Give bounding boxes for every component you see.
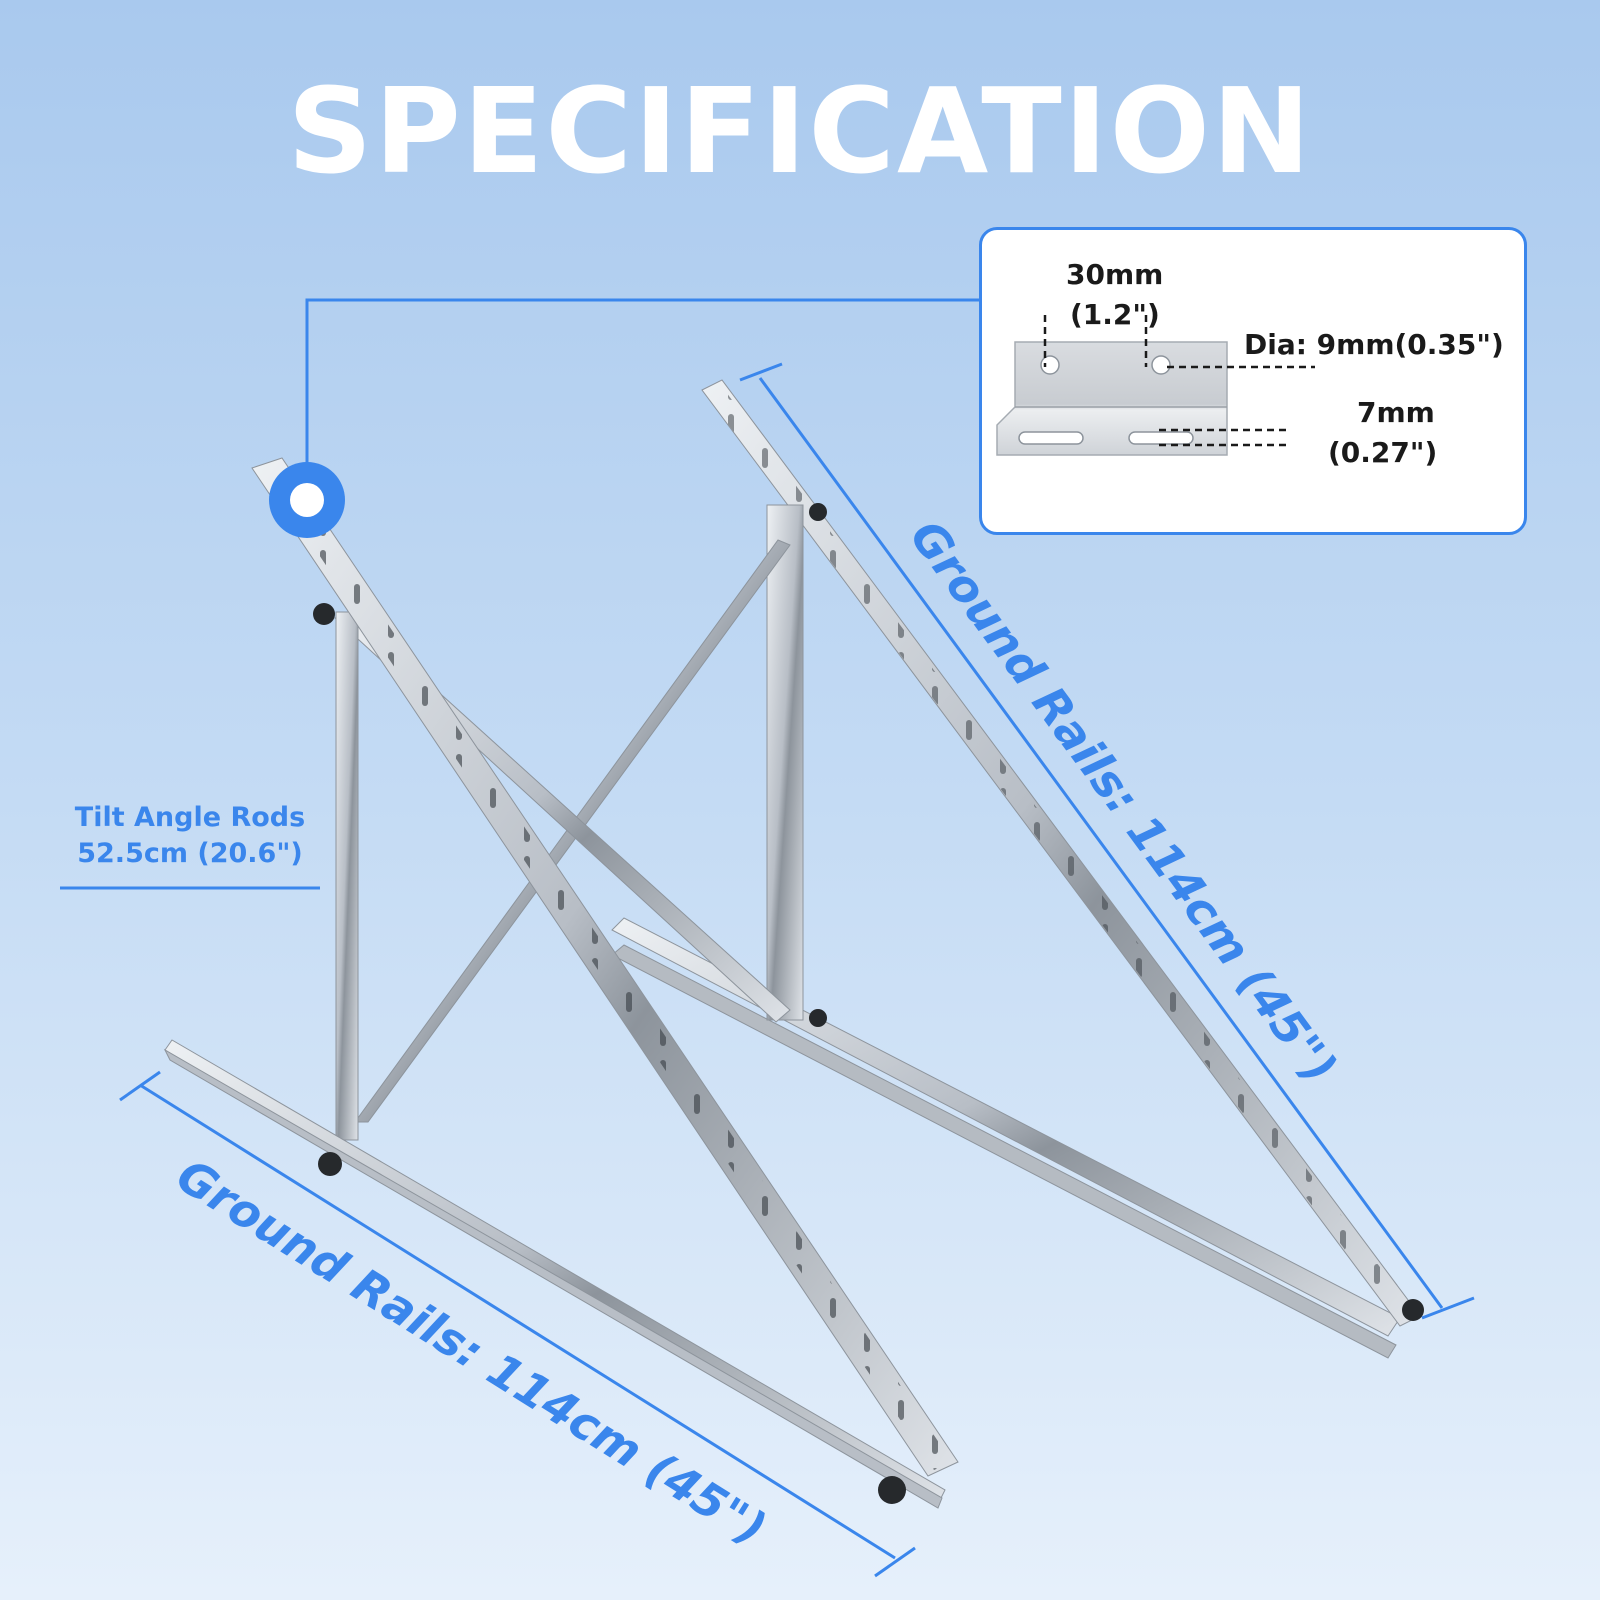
back-frame xyxy=(611,379,1424,1359)
right-rail-dimension xyxy=(739,362,1475,1320)
bracket-detail-drawing xyxy=(996,315,1315,456)
front-frame xyxy=(163,457,959,1509)
tilt-rod-label: Tilt Angle Rods 52.5cm (20.6") xyxy=(40,800,340,872)
tilt-rod-title: Tilt Angle Rods xyxy=(74,802,306,833)
hole-diameter-label: Dia: 9mm(0.35") xyxy=(1244,328,1504,361)
cross-braces xyxy=(334,539,791,1123)
width-label: 30mm xyxy=(1066,258,1164,291)
callout-leader-line xyxy=(305,298,979,498)
top-joint-marker xyxy=(269,462,345,538)
slot-width-label-inches: (0.27") xyxy=(1328,436,1438,469)
page-title: SPECIFICATION xyxy=(287,62,1313,200)
slot-width-label: 7mm xyxy=(1357,396,1435,429)
bracket-detail-callout: 30mm (1.2") Dia: 9mm(0.35") 7mm (0.27") xyxy=(979,227,1527,535)
width-label-inches: (1.2") xyxy=(1070,298,1160,331)
left-rail-dimension xyxy=(119,1070,916,1578)
tilt-rod-length: 52.5cm (20.6") xyxy=(77,838,303,869)
